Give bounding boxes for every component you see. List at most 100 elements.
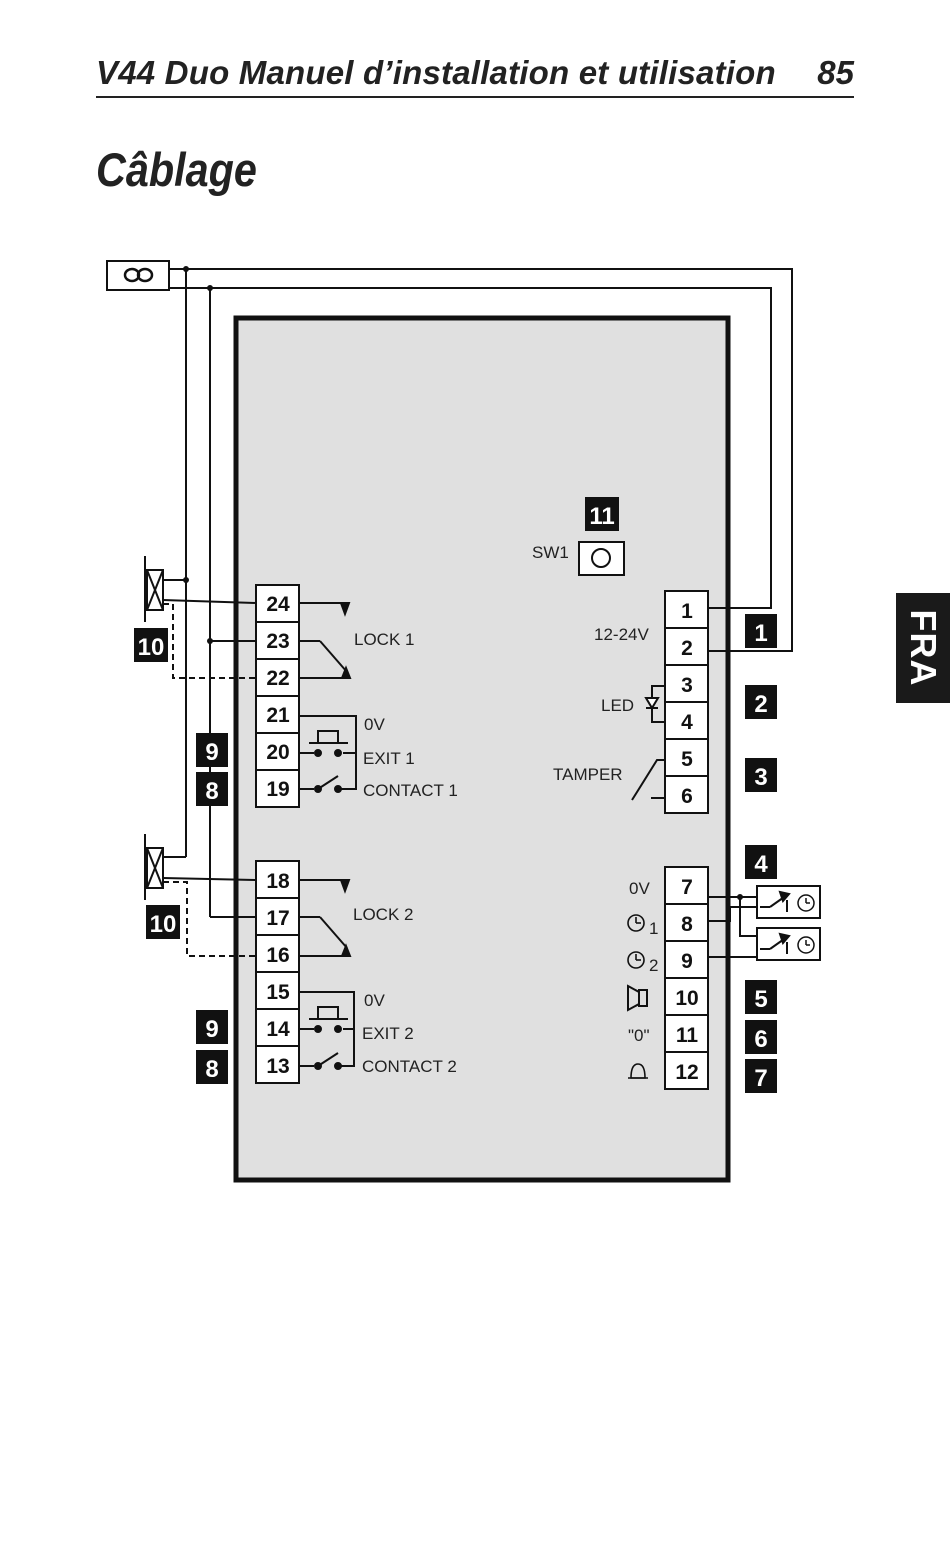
terminal-3: 3 — [681, 674, 693, 697]
lock-2-device-icon — [144, 834, 257, 900]
label-contact-1: CONTACT 1 — [363, 781, 458, 800]
exit-1-button-icon — [299, 715, 357, 790]
svg-text:10: 10 — [138, 634, 165, 661]
label-led: LED — [601, 696, 634, 715]
terminal-block-left-top: 24 23 22 21 20 19 — [255, 584, 300, 808]
terminal-7: 7 — [681, 876, 693, 899]
terminal-9: 9 — [681, 950, 693, 973]
svg-text:3: 3 — [754, 764, 767, 791]
terminal-19: 19 — [266, 778, 289, 801]
badge-1: 1 — [745, 614, 777, 648]
label-tamper: TAMPER — [553, 765, 623, 784]
timer-switch-1-icon — [756, 885, 821, 919]
diode-2-dashed — [163, 881, 256, 957]
label-12-24v: 12-24V — [594, 625, 649, 644]
terminal-13: 13 — [266, 1055, 289, 1078]
badge-11: 11 — [585, 497, 619, 531]
exit-2-button-icon — [299, 991, 355, 1067]
timer-1-icon — [627, 914, 645, 932]
badge-9-top: 9 — [196, 733, 228, 767]
svg-text:10: 10 — [150, 911, 177, 938]
terminal-12: 12 — [675, 1061, 698, 1084]
svg-text:8: 8 — [205, 778, 218, 805]
timer-switch-2-icon — [756, 927, 821, 961]
sw1-button-icon — [578, 541, 625, 576]
label-timer-1-sub: 1 — [649, 919, 658, 938]
header-rule — [96, 96, 854, 98]
terminal-block-right-bottom: 7 8 9 10 11 12 — [664, 866, 709, 1090]
label-zero-input: "0" — [628, 1026, 650, 1045]
terminal-20: 20 — [266, 741, 289, 764]
timer-2-icon — [627, 951, 645, 969]
terminal-17: 17 — [266, 907, 289, 930]
label-lock-2: LOCK 2 — [353, 905, 413, 924]
svg-text:8: 8 — [205, 1056, 218, 1083]
badge-8-bottom: 8 — [196, 1050, 228, 1084]
terminal-1: 1 — [681, 600, 693, 623]
badge-9-bottom: 9 — [196, 1010, 228, 1044]
terminal-4: 4 — [681, 711, 693, 734]
page-number: 85 — [817, 54, 854, 91]
section-title: Câblage — [96, 143, 257, 196]
terminal-2: 2 — [681, 637, 693, 660]
tamper-switch-icon — [631, 759, 665, 801]
label-sw1: SW1 — [532, 543, 569, 562]
svg-text:9: 9 — [205, 739, 218, 766]
led-diode-icon — [644, 685, 665, 723]
terminal-block-right-top: 1 2 3 4 5 6 — [664, 590, 709, 814]
terminal-14: 14 — [266, 1018, 290, 1041]
label-0v-1: 0V — [364, 715, 385, 734]
timer-wires — [708, 896, 757, 958]
terminal-23: 23 — [266, 630, 289, 653]
svg-text:11: 11 — [589, 503, 614, 530]
manual-title: V44 Duo Manuel d’installation et utilisa… — [96, 54, 776, 91]
label-timer-2-sub: 2 — [649, 956, 658, 975]
badge-10-top: 10 — [134, 628, 168, 662]
terminal-15: 15 — [266, 981, 290, 1004]
svg-text:6: 6 — [754, 1026, 767, 1053]
terminal-22: 22 — [266, 667, 289, 690]
badge-10-bottom: 10 — [146, 905, 180, 939]
diode-1-dashed — [163, 603, 256, 679]
svg-text:2: 2 — [754, 691, 767, 718]
svg-text:9: 9 — [205, 1016, 218, 1043]
badge-8-top: 8 — [196, 772, 228, 806]
badge-6: 6 — [745, 1020, 777, 1054]
label-lock-1: LOCK 1 — [354, 630, 414, 649]
terminal-8: 8 — [681, 913, 693, 936]
terminal-21: 21 — [266, 704, 290, 727]
relay-2-icon — [299, 879, 352, 957]
badge-7: 7 — [745, 1059, 777, 1093]
bell-icon — [628, 1063, 648, 1079]
label-contact-2: CONTACT 2 — [362, 1057, 457, 1076]
svg-text:4: 4 — [754, 851, 768, 878]
language-tab: FRA — [896, 593, 950, 703]
contact-2-switch-icon — [299, 1052, 342, 1070]
terminal-18: 18 — [266, 870, 290, 893]
terminal-24: 24 — [266, 593, 290, 616]
svg-text:7: 7 — [754, 1065, 767, 1092]
badge-2: 2 — [745, 685, 777, 719]
label-0v-3: 0V — [629, 879, 650, 898]
terminal-block-left-bottom: 18 17 16 15 14 13 — [255, 860, 300, 1084]
lock-1-device-icon — [144, 556, 257, 622]
badge-5: 5 — [745, 980, 777, 1014]
badge-4: 4 — [745, 845, 777, 879]
terminal-10: 10 — [675, 987, 698, 1010]
relay-1-icon — [299, 602, 352, 679]
power-supply-icon — [106, 260, 170, 291]
terminal-11: 11 — [676, 1024, 699, 1047]
terminal-16: 16 — [266, 944, 289, 967]
terminal-5: 5 — [681, 748, 693, 771]
label-0v-2: 0V — [364, 991, 385, 1010]
terminal-6: 6 — [681, 785, 693, 808]
svg-text:1: 1 — [754, 620, 767, 647]
contact-1-switch-icon — [299, 775, 342, 793]
controller-housing — [233, 315, 731, 1183]
sounder-icon — [627, 984, 648, 1012]
badge-3: 3 — [745, 758, 777, 792]
label-exit-2: EXIT 2 — [362, 1024, 414, 1043]
label-exit-1: EXIT 1 — [363, 749, 415, 768]
svg-text:5: 5 — [754, 986, 767, 1013]
